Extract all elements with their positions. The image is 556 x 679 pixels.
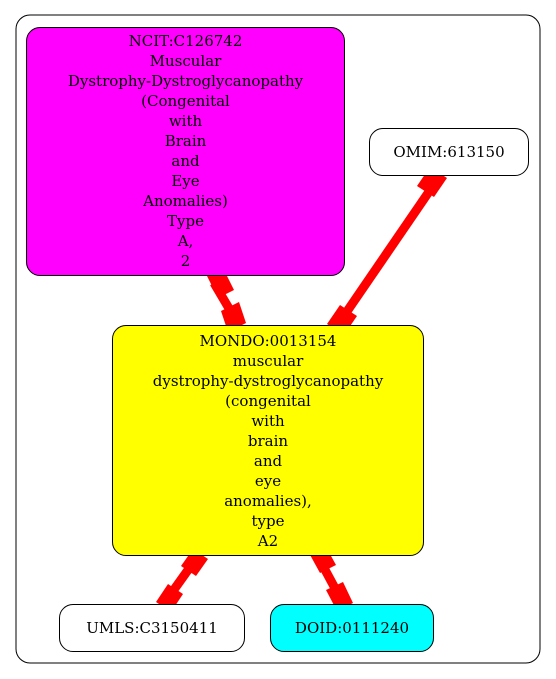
node-label-line: Eye	[171, 172, 200, 190]
node-label-line: UMLS:C3150411	[86, 619, 218, 637]
node-label-line: eye	[254, 472, 282, 490]
node-label-line: (congenital	[225, 392, 311, 410]
node-label-line: DOID:0111240	[294, 619, 410, 637]
node-label-line: with	[251, 412, 285, 430]
node-label-line: with	[168, 112, 203, 130]
node-label-line: NCIT:C126742	[128, 32, 243, 50]
node-label-line: Dystrophy-Dystroglycanopathy	[67, 72, 304, 90]
node-label-line: and	[253, 452, 283, 470]
node-label-line: 2	[180, 252, 191, 270]
node-label-line: type	[251, 512, 285, 530]
node-omim-613150[interactable]: OMIM:613150	[369, 128, 529, 176]
node-doid-0111240[interactable]: DOID:0111240	[270, 604, 434, 652]
node-label-line: anomalies),	[224, 492, 312, 510]
arrowhead-icon	[326, 582, 353, 611]
node-mondo-0013154[interactable]: MONDO:0013154 muscular dystrophy-dystrogly…	[112, 325, 424, 556]
node-label-line: Brain	[164, 132, 207, 150]
edge-mondo-doid	[309, 545, 353, 611]
arrowhead-icon	[221, 302, 246, 332]
node-label-line: and	[171, 152, 200, 170]
node-label-line: (Congenital	[141, 92, 230, 110]
node-label-line: A2	[257, 532, 279, 550]
node-label-line: Type	[167, 212, 204, 230]
edge-line	[333, 177, 441, 329]
node-umls-c3150411[interactable]: UMLS:C3150411	[59, 604, 245, 652]
node-label-line: muscular	[232, 352, 304, 370]
node-label-line: A,	[177, 232, 194, 250]
node-label-line: brain	[247, 432, 289, 450]
node-label-line: Muscular	[149, 52, 222, 70]
node-label-line: dystrophy-dystroglycanopathy	[152, 372, 384, 390]
node-label-line: Anomalies)	[143, 192, 228, 210]
node-label-line: MONDO:0013154	[199, 332, 337, 350]
node-label-line: OMIM:613150	[393, 143, 505, 161]
